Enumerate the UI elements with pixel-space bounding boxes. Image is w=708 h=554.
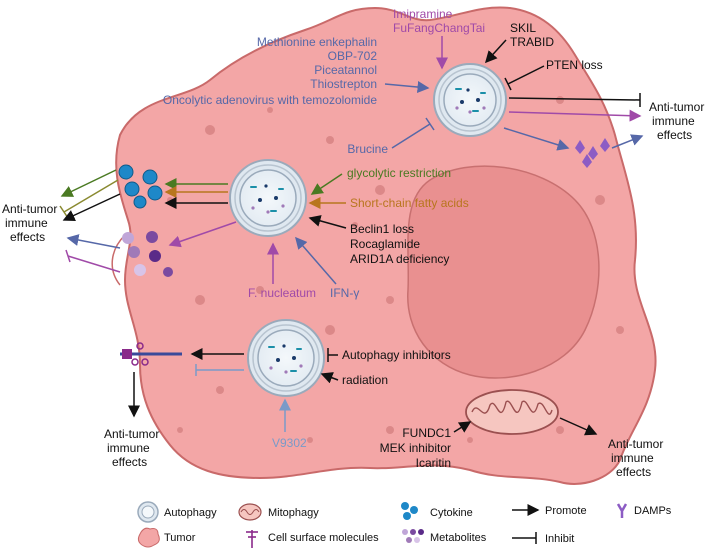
arrow-blue-drugs	[384, 81, 430, 94]
effect-bottom-line2: immune	[107, 441, 150, 455]
factor-short-chain-fatty-acids: Short-chain fatty acids	[350, 196, 469, 210]
arrow-damps-out	[611, 134, 644, 149]
metabolite-cluster	[122, 231, 173, 277]
inhibit-autophagy-inhibitors	[327, 348, 338, 362]
tumor-icon	[137, 527, 160, 548]
effect-left-line2: immune	[5, 216, 48, 230]
legend-inhibit-label: Inhibit	[545, 533, 574, 545]
legend-autophagy: Autophagy	[137, 501, 217, 523]
legend-promote: Promote	[512, 504, 587, 517]
legend-cell-surface-label: Cell surface molecules	[268, 532, 379, 544]
arrow-mid-purple	[168, 221, 237, 248]
arrow-radiation	[320, 372, 339, 384]
factor-fundc1: FUNDC1	[402, 426, 451, 440]
effect-left-line1: Anti-tumor	[2, 202, 57, 216]
factor-autophagy-inhibitors: Autophagy inhibitors	[342, 348, 451, 362]
factor-rocaglamide: Rocaglamide	[350, 237, 420, 251]
legend-cell-surface: Cell surface molecules	[246, 530, 379, 548]
drug-oncolytic-adenovirus: Oncolytic adenovirus with temozolomide	[163, 93, 377, 107]
arrow-purple-effect	[508, 109, 642, 122]
legend-cytokine-label: Cytokine	[430, 507, 473, 519]
mitochondrion	[465, 389, 559, 435]
arrow-glycolytic	[310, 173, 343, 195]
inhibit-left-purple	[65, 249, 121, 273]
arrow-skil	[484, 39, 507, 64]
legend-promote-label: Promote	[545, 505, 587, 517]
arrow-fundc1	[453, 421, 472, 433]
factor-glycolytic-restriction: glycolytic restriction	[347, 166, 451, 180]
effect-bottom-line3: effects	[112, 455, 147, 469]
legend-mitophagy: Mitophagy	[238, 503, 319, 521]
factor-beclin1-loss: Beclin1 loss	[350, 222, 414, 236]
cell-surface-molecule	[120, 342, 182, 366]
factor-icaritin: Icaritin	[416, 456, 451, 470]
drug-imipramine: Imipramine	[393, 7, 453, 21]
arrow-beclin1	[308, 215, 347, 229]
arrow-mito-out	[559, 417, 598, 436]
cytokine-cluster	[118, 164, 163, 209]
autophagosome-top	[433, 63, 507, 137]
drug-obp-702: OBP-702	[328, 49, 378, 63]
drug-methionine-enkephalin: Methionine enkephalin	[257, 35, 377, 49]
inhibit-brucine	[391, 117, 435, 149]
factor-arid1a-deficiency: ARID1A deficiency	[350, 252, 449, 266]
factor-mek-inhibitor: MEK inhibitor	[380, 441, 451, 455]
effect-top-line1: Anti-tumor	[649, 100, 704, 114]
autophagosome-middle	[229, 159, 307, 237]
damps-icon	[616, 503, 628, 518]
factor-pten-loss: PTEN loss	[546, 58, 603, 72]
legend-metabolites-label: Metabolites	[430, 532, 487, 544]
legend: Autophagy Mitophagy Cytokine Promote DAM…	[137, 501, 672, 548]
autophagosome-bottom	[247, 319, 325, 397]
legend-cytokine: Cytokine	[401, 502, 473, 520]
factor-f-nucleatum: F. nucleatum	[248, 286, 316, 300]
effect-mito-line2: immune	[611, 451, 654, 465]
membrane-notch	[111, 234, 126, 286]
factor-v9302: V9302	[272, 436, 307, 450]
effect-mito-line1: Anti-tumor	[608, 437, 663, 451]
effect-left-line3: effects	[10, 230, 45, 244]
legend-tumor: Tumor	[137, 527, 196, 548]
arrow-left-blue	[66, 234, 121, 249]
drug-fufangchangtai: FuFangChangTai	[393, 21, 485, 35]
arrow-to-damps	[503, 127, 570, 151]
metabolites-icon	[402, 529, 424, 543]
factor-ifn-gamma: IFN-γ	[330, 286, 359, 300]
factor-trabid: TRABID	[510, 35, 554, 49]
legend-damps: DAMPs	[616, 503, 672, 518]
legend-inhibit: Inhibit	[512, 532, 574, 545]
effect-top-line3: effects	[657, 128, 692, 142]
factor-skil: SKIL	[510, 21, 536, 35]
cytokine-icon	[401, 502, 418, 520]
drug-thiostrepton: Thiostrepton	[310, 77, 377, 91]
inhibit-icon	[512, 532, 537, 544]
mitophagy-icon	[238, 503, 262, 521]
legend-autophagy-label: Autophagy	[164, 507, 217, 519]
legend-tumor-label: Tumor	[164, 532, 196, 544]
drug-piceatannol: Piceatannol	[314, 63, 377, 77]
drug-brucine: Brucine	[347, 142, 388, 156]
inhibit-bottom-lightblue	[195, 364, 244, 376]
inhibit-top-effect	[508, 93, 641, 107]
damps-top	[575, 138, 610, 168]
nucleus	[407, 165, 600, 379]
effect-top-line2: immune	[652, 114, 695, 128]
arrow-left-green	[60, 169, 117, 197]
effect-bottom-line1: Anti-tumor	[104, 427, 159, 441]
effect-mito-line3: effects	[616, 465, 651, 479]
factor-radiation: radiation	[342, 373, 388, 387]
cell-surface-icon	[246, 530, 258, 548]
legend-mitophagy-label: Mitophagy	[268, 507, 319, 519]
legend-metabolites: Metabolites	[402, 529, 487, 544]
arrow-ifn-gamma	[295, 236, 337, 285]
arrow-left-black	[62, 193, 121, 222]
legend-damps-label: DAMPs	[634, 505, 672, 517]
inhibit-pten	[504, 65, 545, 91]
